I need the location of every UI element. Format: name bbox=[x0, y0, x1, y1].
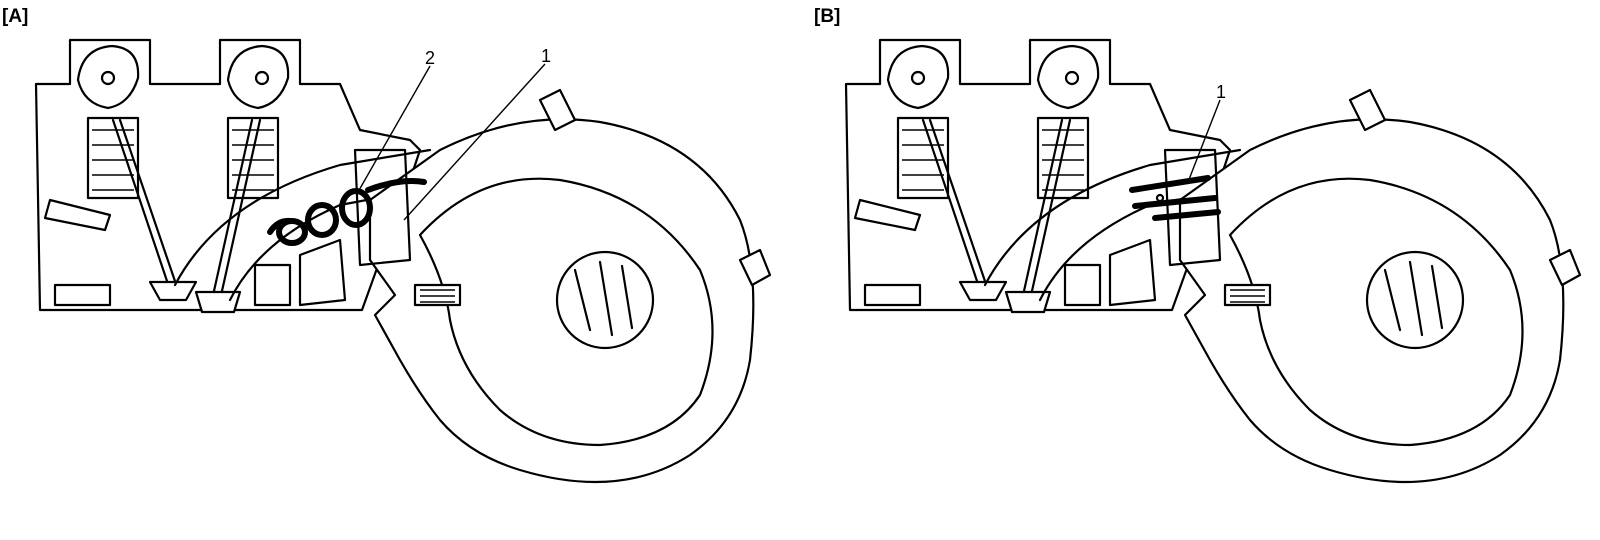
valve-stem-1 bbox=[111, 118, 180, 292]
intake-port bbox=[983, 148, 1242, 302]
throttle-bore bbox=[555, 250, 655, 350]
valve-spring-1 bbox=[896, 116, 950, 200]
coiled-object bbox=[267, 178, 427, 246]
callout-2: 2 bbox=[425, 48, 435, 68]
camshaft-lobe-1 bbox=[886, 44, 950, 110]
throttle-bore bbox=[1365, 250, 1465, 350]
engine-assembly-a bbox=[34, 38, 772, 484]
valve-stem-2 bbox=[210, 118, 262, 302]
leader-line-1 bbox=[1187, 99, 1221, 183]
camshaft-lobe-1 bbox=[76, 44, 140, 110]
leader-line-2 bbox=[357, 65, 431, 193]
engine-assembly-b bbox=[844, 38, 1582, 484]
camshaft-lobe-2 bbox=[1036, 44, 1100, 110]
flat-insert bbox=[1129, 175, 1221, 221]
panel-a-diagram: 2 1 bbox=[34, 38, 772, 484]
callout-1: 1 bbox=[1216, 82, 1226, 102]
valve-stem-1 bbox=[921, 118, 990, 292]
callout-1: 1 bbox=[541, 46, 551, 66]
camshaft-lobe-2 bbox=[226, 44, 290, 110]
valve-stem-2 bbox=[1020, 118, 1072, 302]
panel-a-label: [A] bbox=[2, 6, 29, 27]
leader-line-1 bbox=[403, 63, 546, 221]
valve-spring-2 bbox=[226, 116, 280, 200]
panel-b-diagram: 1 bbox=[844, 38, 1582, 484]
valve-spring-2 bbox=[1036, 116, 1090, 200]
panel-b-label: [B] bbox=[814, 6, 841, 27]
valve-spring-1 bbox=[86, 116, 140, 200]
